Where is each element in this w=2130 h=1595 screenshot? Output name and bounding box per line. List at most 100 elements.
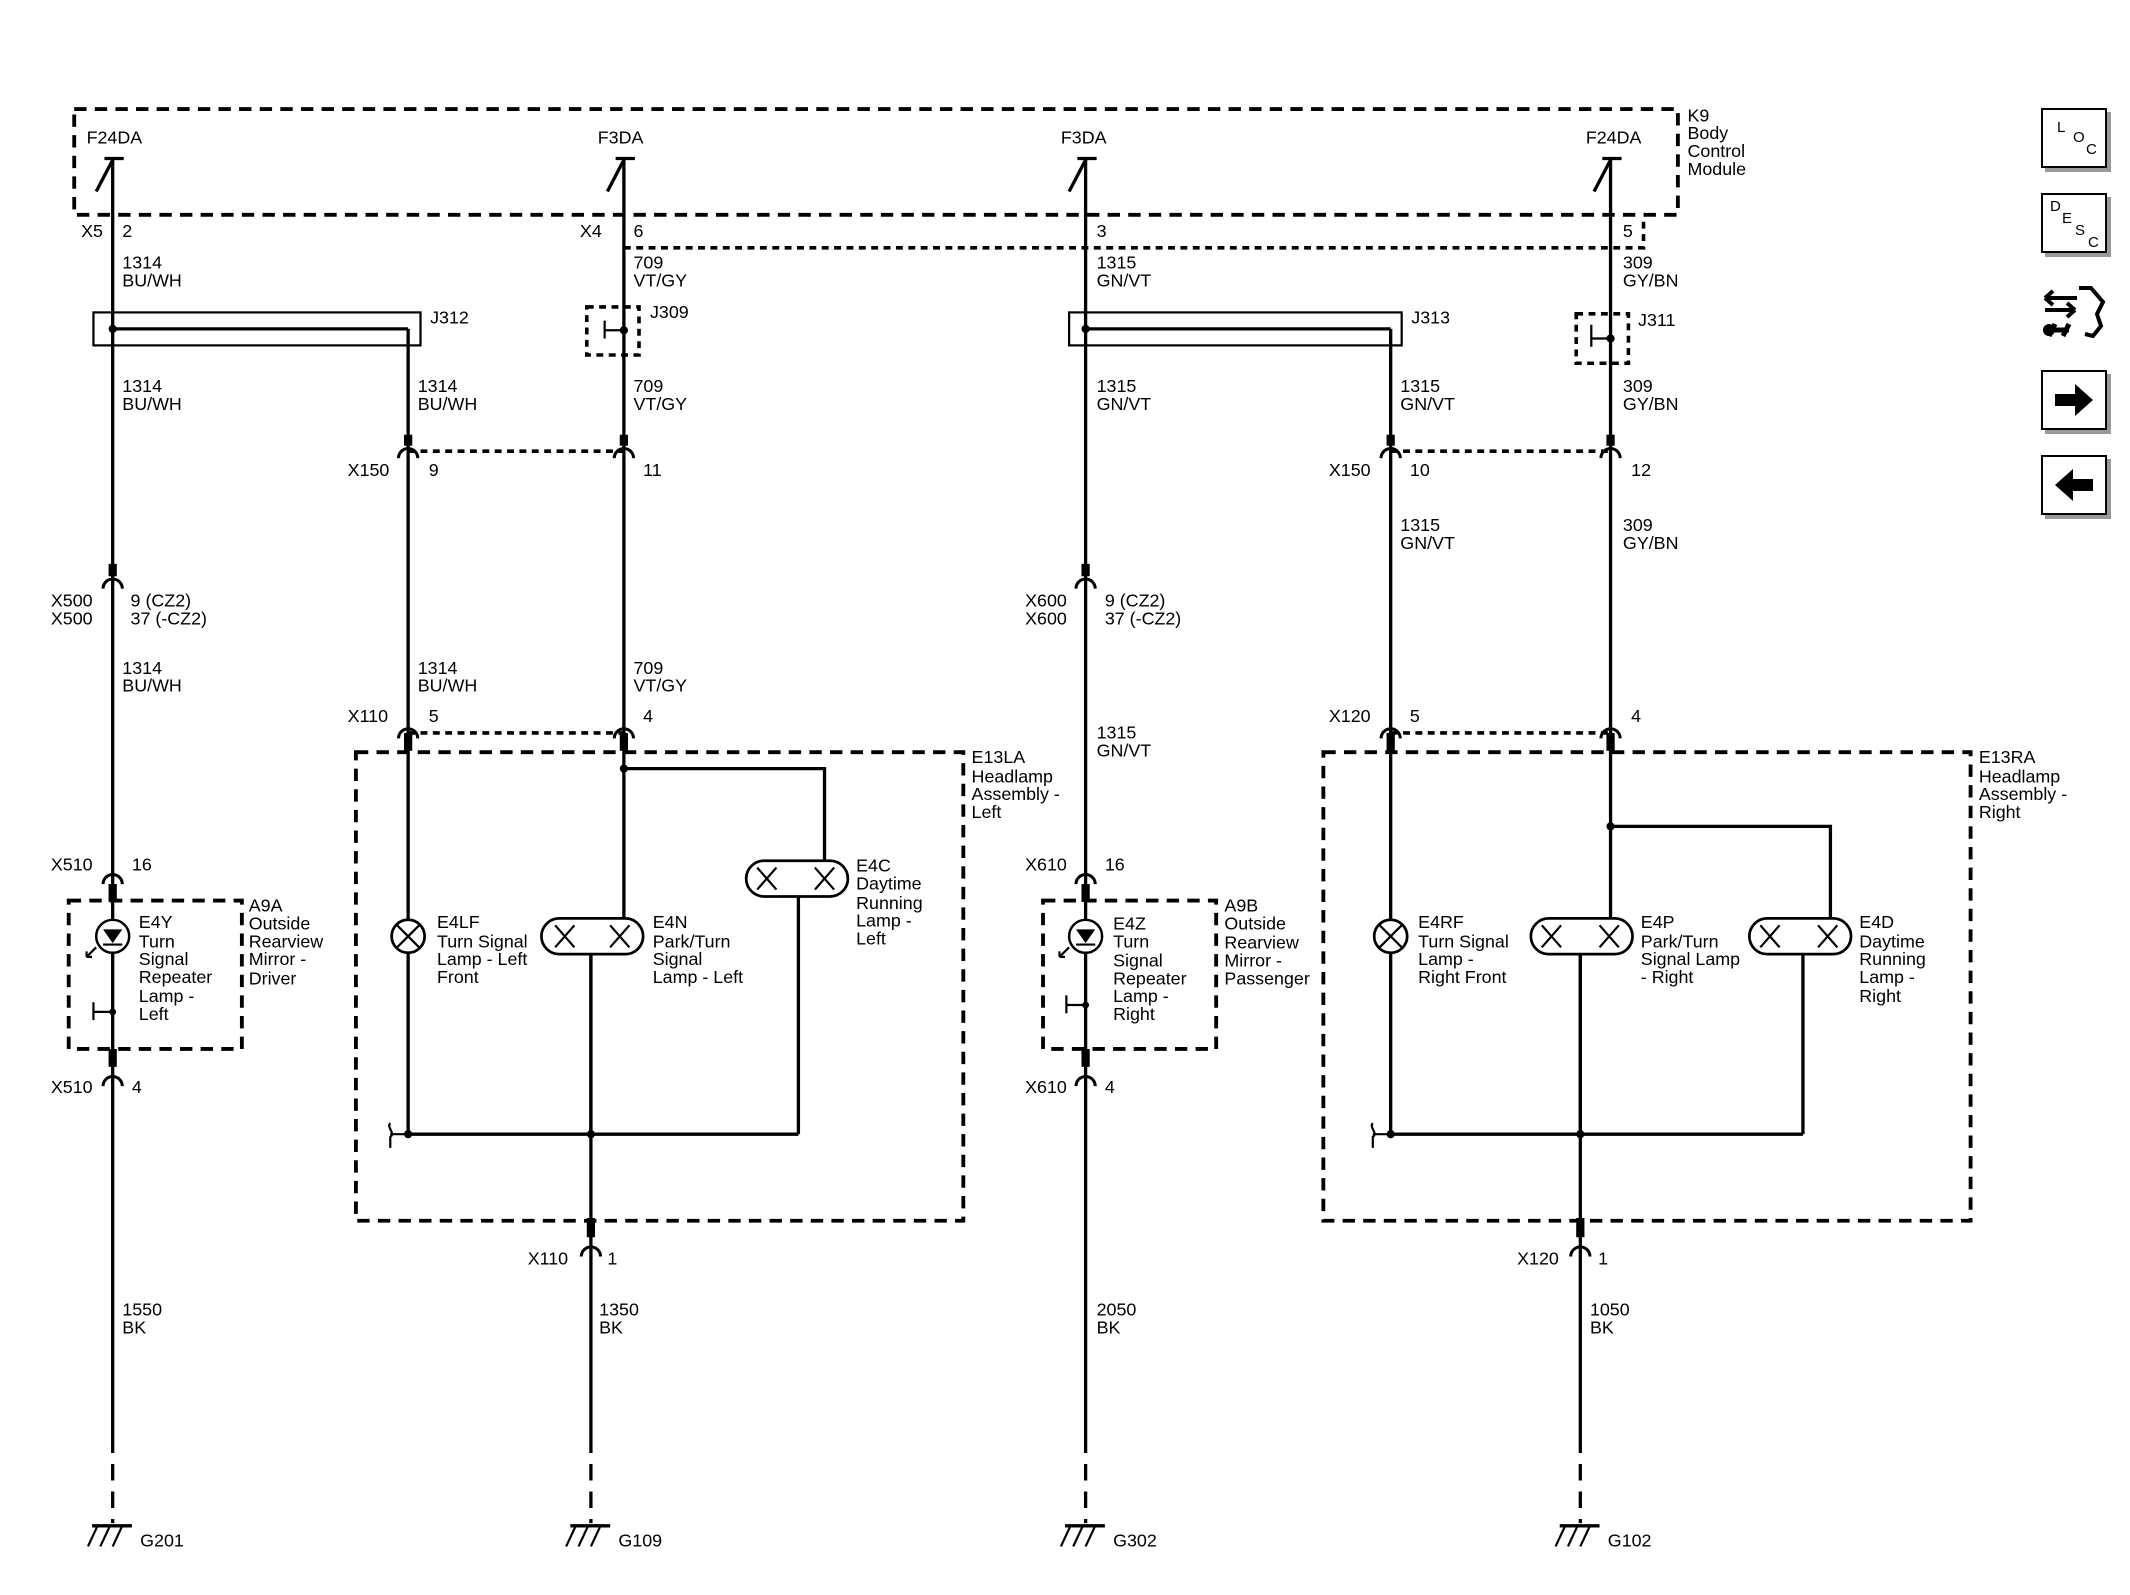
wire-color-label: BU/WH bbox=[418, 676, 478, 696]
wire-circuit-label: 1315 bbox=[1097, 376, 1137, 396]
wire-color-label: BK bbox=[1590, 1317, 1614, 1337]
fuse-label: F24DA bbox=[1586, 127, 1642, 147]
ground-label: G102 bbox=[1608, 1530, 1652, 1550]
lamp-e4d-icon bbox=[1747, 917, 1853, 956]
wire-color-label: GN/VT bbox=[1097, 270, 1152, 290]
next-page-button[interactable] bbox=[2041, 370, 2107, 430]
ground-g102: G102 bbox=[1554, 1436, 1652, 1550]
lamp-name-line: Turn Signal bbox=[437, 931, 528, 951]
connector-x600: X600 X600 9 (CZ2) 37 (-CZ2) bbox=[1025, 563, 1181, 628]
connector-label: X600 bbox=[1025, 590, 1067, 610]
mirror-passenger-assembly: X610 16 X610 4 E4Z Turn Signal Repeater … bbox=[1025, 854, 1310, 1097]
lamp-name-line: Signal bbox=[1113, 951, 1163, 971]
bcm-name-line: Module bbox=[1688, 159, 1747, 179]
splice-j312: J312 bbox=[92, 307, 469, 347]
splice-label: J312 bbox=[430, 307, 469, 327]
lamp-name-line: Lamp - bbox=[1418, 949, 1474, 969]
wire-color-label: VT/GY bbox=[634, 394, 688, 414]
lamp-name-line: Turn Signal bbox=[1418, 931, 1509, 951]
connector-label: X150 bbox=[348, 460, 390, 480]
splice-label: J309 bbox=[650, 302, 689, 322]
lamp-name-line: Signal Lamp bbox=[1641, 949, 1740, 969]
bcm-switch bbox=[1592, 156, 1622, 193]
wire-circuit-label: 1315 bbox=[1400, 515, 1440, 535]
splice-label: J311 bbox=[1638, 310, 1675, 330]
pin-label: 5 bbox=[429, 706, 439, 726]
wire-color-label: GN/VT bbox=[1097, 740, 1152, 760]
wire-circuit-label: 1315 bbox=[1097, 252, 1137, 272]
connector-label: X110 bbox=[348, 706, 388, 726]
lamp-name-line: Signal bbox=[139, 949, 189, 969]
pin-label: 9 (CZ2) bbox=[1105, 590, 1166, 610]
led-icon bbox=[1058, 918, 1104, 959]
assembly-name-line: Driver bbox=[249, 968, 297, 988]
pin-label: 16 bbox=[1105, 854, 1125, 874]
lamp-e4c-icon bbox=[744, 859, 850, 898]
bcm-name-line: Body bbox=[1688, 123, 1729, 143]
splice-j309: J309 bbox=[584, 302, 689, 357]
lamp-id: E4Z bbox=[1113, 913, 1146, 933]
lamp-id: E4C bbox=[856, 856, 891, 876]
lamp-name-line: Park/Turn bbox=[1641, 931, 1719, 951]
assembly-name-line: Mirror - bbox=[249, 949, 307, 969]
lamp-name-line: Turn bbox=[1113, 931, 1149, 951]
wire-color-label: GN/VT bbox=[1400, 533, 1455, 553]
pin-label: 2 bbox=[122, 221, 132, 241]
pin-label: 4 bbox=[643, 706, 653, 726]
lamp-name-line: Repeater bbox=[1113, 968, 1187, 988]
connector-x150-left: X150 9 11 bbox=[348, 434, 662, 480]
connector-wrench-icon bbox=[2043, 286, 2106, 339]
ground-g302: G302 bbox=[1059, 1436, 1157, 1550]
fuse-label: F3DA bbox=[598, 127, 644, 147]
arrow-left-icon bbox=[2055, 469, 2093, 501]
lamp-name-line: - Right bbox=[1641, 967, 1694, 987]
connector-label: X110 bbox=[528, 1249, 568, 1269]
bcm-outline bbox=[72, 107, 1680, 217]
headlamp-assembly-right: E13RA Headlamp Assembly - Right E4RF Tur… bbox=[1321, 747, 2067, 1223]
wire-circuit-label: 1350 bbox=[599, 1300, 639, 1320]
ground-label: G109 bbox=[618, 1530, 662, 1550]
pin-label: 16 bbox=[132, 854, 152, 874]
loc-letter: O bbox=[2073, 129, 2085, 146]
ground-label: G302 bbox=[1113, 1530, 1157, 1550]
wire-circuit-label: 1314 bbox=[122, 252, 162, 272]
desc-letter: D bbox=[2050, 198, 2061, 215]
lamp-e4rf-icon bbox=[1372, 918, 1409, 955]
loc-button[interactable]: L O C bbox=[2041, 108, 2107, 168]
connector-label: X500 bbox=[51, 590, 93, 610]
wire-color-label: BU/WH bbox=[122, 676, 182, 696]
wire-color-label: BK bbox=[122, 1317, 146, 1337]
bcm-switch bbox=[1067, 156, 1097, 193]
lamp-name-line: Right bbox=[1859, 986, 1901, 1006]
assembly-name-line: Assembly - bbox=[1979, 784, 2067, 804]
mirror-driver-assembly: X510 16 X510 4 E4Y Turn Signal Repeater … bbox=[51, 854, 323, 1097]
lamp-id: E4Y bbox=[139, 912, 173, 932]
pin-label: 37 (-CZ2) bbox=[1105, 608, 1181, 628]
wire-color-label: GY/BN bbox=[1623, 533, 1679, 553]
wire-network bbox=[111, 166, 1613, 1437]
connector-label: X4 bbox=[580, 221, 602, 241]
wire-circuit-label: 309 bbox=[1623, 252, 1653, 272]
connector-label: X500 bbox=[51, 608, 93, 628]
desc-letter: C bbox=[2088, 234, 2099, 251]
wire-circuit-label: 309 bbox=[1623, 376, 1653, 396]
previous-page-button[interactable] bbox=[2041, 455, 2107, 515]
pin-label: 12 bbox=[1631, 460, 1651, 480]
connector-wrench-button[interactable] bbox=[2041, 280, 2107, 346]
connector-x110-ground: X110 1 bbox=[528, 1218, 617, 1269]
pin-label: 11 bbox=[643, 460, 662, 480]
wire-color-label: BU/WH bbox=[122, 394, 182, 414]
assembly-name-line: Headlamp bbox=[1979, 766, 2060, 786]
connector-x120-ground: X120 1 bbox=[1517, 1218, 1608, 1269]
wire-circuit-label: 1314 bbox=[418, 376, 458, 396]
connector-x120: X120 5 4 bbox=[1329, 706, 1641, 751]
connector-label: X120 bbox=[1517, 1249, 1559, 1269]
desc-button[interactable]: D E S C bbox=[2041, 193, 2107, 253]
loc-letter: C bbox=[2086, 141, 2097, 158]
assembly-id: E13LA bbox=[972, 747, 1026, 767]
assembly-id: A9B bbox=[1224, 896, 1258, 916]
pin-label: 10 bbox=[1410, 460, 1430, 480]
connector-label: X510 bbox=[51, 854, 93, 874]
lamp-name-line: Lamp - bbox=[139, 986, 195, 1006]
